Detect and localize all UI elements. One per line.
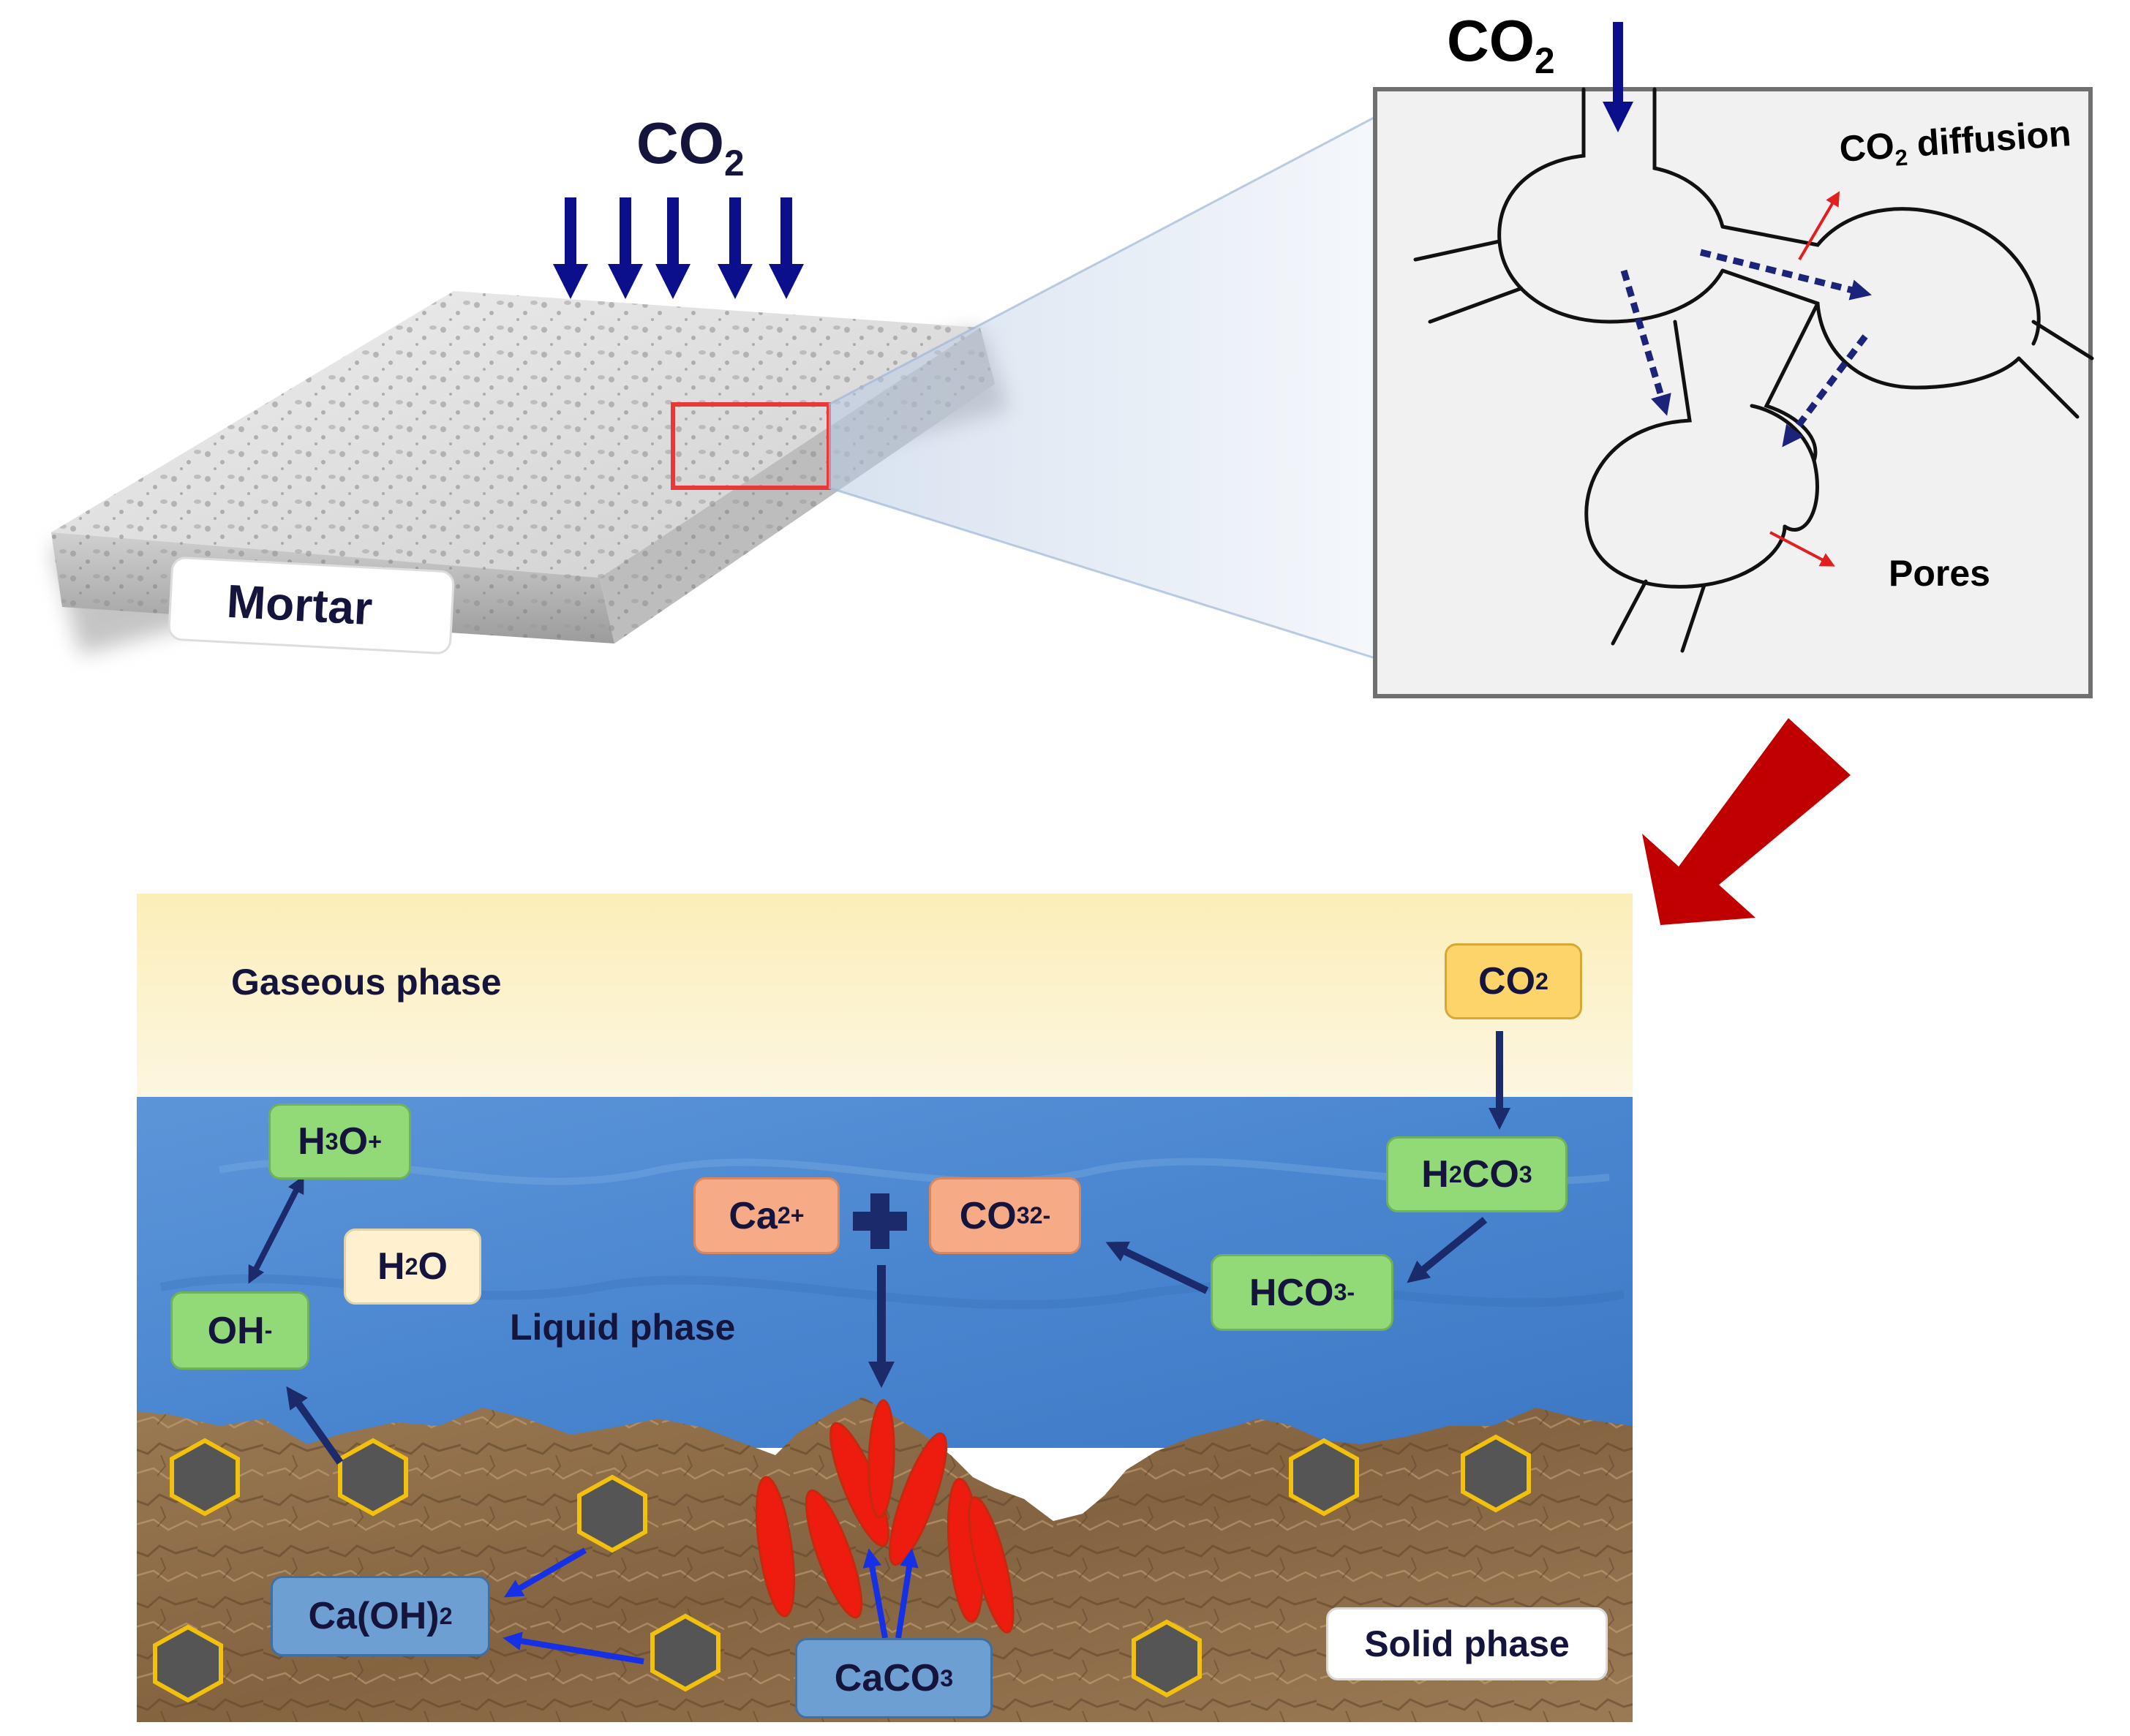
big-process-arrow (1642, 718, 1851, 925)
hexagon-particle (170, 1438, 240, 1517)
co3-a: CO (959, 1194, 1017, 1237)
co3-sub: 3 (1016, 1202, 1030, 1229)
mortar-label: Mortar (225, 574, 374, 635)
oh-sup: - (264, 1317, 273, 1343)
pores-text: Pores (1889, 553, 1990, 594)
pore-network-panel (1373, 87, 2093, 698)
gaseous-phase-region (137, 894, 1633, 1098)
hexagon-particle (1461, 1434, 1531, 1513)
oh-species-box: OH- (170, 1291, 309, 1370)
caco3-crystal (755, 1476, 796, 1618)
co2-species-sub: 2 (1535, 967, 1548, 995)
caoh2-species-box: Ca(OH)2 (271, 1576, 490, 1656)
pore-co2-label: CO2 (1447, 7, 1555, 82)
pores-label: Pores (1889, 552, 1990, 595)
hexagon-to-caoh2-arrow (503, 1631, 644, 1664)
hco3-to-co3-arrow (1105, 1241, 1209, 1294)
hexagon-particle (650, 1613, 720, 1692)
h2co3-b: CO (1461, 1153, 1519, 1196)
slab-co2-label: CO2 (636, 110, 745, 184)
liquid-texture (219, 1158, 1610, 1186)
co2-species-main: CO (1478, 960, 1536, 1003)
liquid-phase-text: Liquid phase (510, 1307, 736, 1348)
diffusion-arrow (1699, 249, 1872, 301)
solid-phase-text: Solid phase (1364, 1623, 1570, 1664)
reaction-arrows (248, 1031, 1510, 1664)
ca-sup: 2+ (777, 1202, 805, 1229)
pore-co2-sub: 2 (1535, 40, 1555, 81)
h2o-b: O (418, 1245, 448, 1288)
hexagon-to-oh-arrow (286, 1386, 344, 1465)
h2co3-sub1: 2 (1448, 1161, 1462, 1188)
hexagon-particle (153, 1624, 223, 1703)
caco3-a: CaCO (834, 1657, 941, 1699)
caoh2-a: Ca(OH) (308, 1595, 440, 1637)
hco3-a: HCO (1249, 1271, 1334, 1314)
mortar-name: Mortar (225, 574, 374, 635)
h3o-sup: + (368, 1128, 382, 1155)
solid-particles (153, 1434, 1531, 1703)
h2co3-sub2: 3 (1519, 1161, 1532, 1188)
slab-co2-sub: 2 (724, 143, 745, 184)
oh-a: OH (207, 1309, 265, 1352)
h2co3-a: H (1421, 1153, 1449, 1196)
caco3-crystal (868, 1399, 895, 1519)
mortar-name-box (168, 556, 455, 654)
plus-sign (853, 1193, 907, 1249)
pore-co2-text: CO (1447, 8, 1535, 73)
h3o-oh-equilibrium-arrow (248, 1175, 304, 1284)
caco3-sub: 3 (940, 1664, 954, 1691)
hexagon-to-caoh2-arrow (503, 1547, 587, 1598)
hco3-sub: 3 (1333, 1279, 1347, 1305)
magnify-beam (829, 117, 1375, 658)
gaseous-phase-label: Gaseous phase (231, 961, 502, 1003)
hexagon-particle (577, 1474, 647, 1553)
hexagon-particle (338, 1438, 408, 1517)
gaseous-phase-text: Gaseous phase (231, 962, 502, 1003)
caco3-to-crystal-arrow (862, 1548, 888, 1639)
co2-diffusion-sub: 2 (1894, 144, 1909, 171)
diffusion-arrow (1620, 269, 1671, 416)
h3o-sub: 3 (325, 1128, 339, 1155)
h2co3-to-hco3-arrow (1407, 1217, 1488, 1283)
caco3-crystal (888, 1432, 948, 1566)
diffusion-arrow (1782, 334, 1868, 448)
hco3-sup: - (1347, 1279, 1355, 1305)
hexagon-particle (1289, 1438, 1359, 1517)
pores-pointer (1769, 531, 1835, 567)
caco3-to-crystal-arrow (895, 1548, 919, 1639)
co3-sup: 2- (1029, 1202, 1051, 1229)
caco3-crystal (968, 1496, 1015, 1634)
co2-flux-arrows (553, 197, 804, 299)
pore-network (1413, 87, 2094, 653)
solid-phase-label: Solid phase (1326, 1607, 1608, 1680)
h3o-b: O (338, 1120, 369, 1163)
h3o-a: H (298, 1120, 325, 1163)
caoh2-sub: 2 (439, 1602, 453, 1629)
h2o-a: H (377, 1245, 405, 1288)
liquid-phase-label: Liquid phase (510, 1306, 735, 1348)
caco3-crystal (805, 1489, 863, 1619)
diffusion-pointer (1798, 191, 1840, 261)
hexagon-particle (1132, 1619, 1202, 1698)
co2-diffusion-rest: diffusion (1915, 112, 2073, 165)
co2-diffusion-main: CO (1837, 124, 1896, 170)
slab-co2-text: CO (636, 110, 724, 176)
h2o-sub: 2 (404, 1253, 418, 1280)
diffusion-arrows (1620, 249, 1872, 448)
caco3-crystals (755, 1399, 1015, 1634)
ca-a: Ca (729, 1194, 778, 1237)
